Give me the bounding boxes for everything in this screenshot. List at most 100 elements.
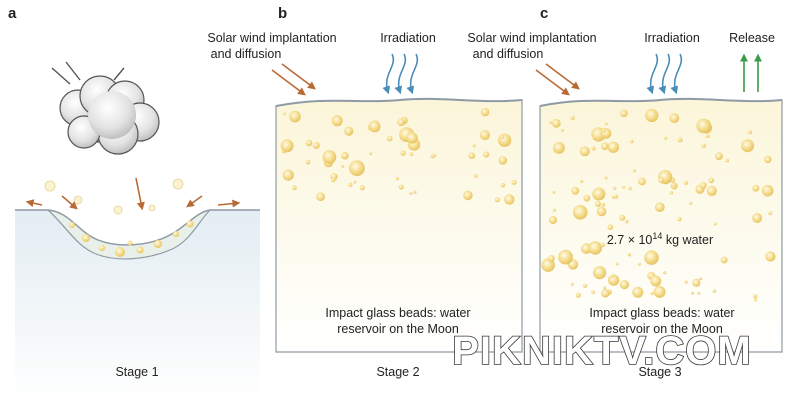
glass-bead [663,271,667,275]
glass-bead [632,286,644,298]
irradiation-arrows-b [382,53,419,95]
glass-bead [697,291,701,295]
glass-bead [604,122,608,126]
glass-bead [504,194,515,205]
glass-bead [432,153,437,158]
glass-bead [752,294,758,299]
glass-bead [494,197,500,203]
watermark: PIKNIKTV.COM [452,329,751,373]
glass-bead [369,152,373,156]
glass-bead [400,150,406,156]
glass-bead [409,191,413,195]
glass-bead [705,134,710,139]
ejected-beads [44,178,184,215]
glass-bead [594,201,601,207]
glass-bead [409,152,414,156]
glass-bead [282,112,286,116]
glass-bead [592,187,606,201]
glass-bead [341,164,345,168]
irradiation-label-c: Irradiation [644,31,700,45]
glass-bead [627,253,631,257]
glass-bead [500,135,504,139]
glass-bead [580,179,584,183]
glass-bead [571,186,580,195]
glass-bead [480,107,490,117]
glass-bead [607,224,614,230]
beads-b [280,107,517,205]
glass-bead [322,150,337,164]
glass-bead [341,151,349,160]
glass-bead [741,139,755,153]
glass-bead [607,274,620,286]
panel-b-letter: b [278,5,287,22]
stage-1-label: Stage 1 [115,365,158,379]
glass-bead [699,277,702,281]
glass-bead [570,115,575,121]
glass-bead [312,142,320,149]
glass-bead [715,152,723,161]
glass-bead [570,282,574,286]
glass-bead [583,283,588,288]
reservoir-label-c-line2: reservoir on the Moon [601,322,723,336]
glass-bead [658,177,664,183]
glass-bead [629,139,634,144]
glass-bead [600,242,605,248]
glass-bead [353,180,357,184]
reservoir-label-c-line1: Impact glass beads: water [589,306,734,320]
glass-bead [552,190,556,194]
glass-bead [689,201,693,205]
glass-bead [468,152,476,159]
glass-bead [613,186,617,190]
glass-bead [596,206,607,217]
glass-bead [761,184,774,197]
glass-bead [677,137,683,143]
glass-bead [579,146,590,157]
glass-bead [282,169,294,181]
glass-bead [699,181,707,189]
glass-bead [624,219,629,224]
impact-cloud-icon [59,75,160,155]
surface-outline-c [539,97,783,107]
glass-bead [708,177,715,184]
glass-bead [348,182,353,187]
glass-bead [553,142,565,154]
water-amount-suffix: kg water [662,233,713,247]
surface-outline-b [275,97,523,107]
glass-bead [575,292,581,298]
glass-bead [765,251,776,262]
glass-bead [696,118,711,134]
glass-bead [669,191,674,195]
reservoir-label-b-line2: reservoir on the Moon [337,322,459,336]
glass-bead [673,183,677,187]
glass-bead [551,118,561,128]
glass-bead [463,190,473,201]
glass-bead [500,183,506,188]
glass-bead [669,113,680,123]
glass-bead [292,185,297,191]
glass-bead [498,156,508,165]
glass-bead [645,108,659,123]
panel-c-letter: c [540,5,548,22]
panel-a: a [8,5,260,400]
glass-bead [712,289,717,293]
glass-bead [305,160,311,165]
glass-bead [690,291,694,295]
water-amount-prefix: 2.7 × 10 [607,233,653,247]
glass-bead [620,109,628,118]
panel-c: c Solar wind implantation and diffusion … [467,5,783,379]
crater-ground [15,210,260,400]
release-label: Release [729,31,775,45]
glass-bead [592,136,596,140]
glass-bead [752,213,763,223]
stage-2-label: Stage 2 [376,365,419,379]
glass-bead [650,275,662,287]
glass-bead [655,202,665,212]
glass-bead [653,285,666,298]
glass-bead [604,176,608,180]
glass-bead [720,256,728,264]
glass-bead [622,185,626,189]
glass-bead [607,141,619,153]
solar-wind-label-b-line1: Solar wind implantation [207,31,336,45]
glass-bead [754,298,758,302]
water-amount-label: 2.7 × 1014 kg water [607,231,713,247]
